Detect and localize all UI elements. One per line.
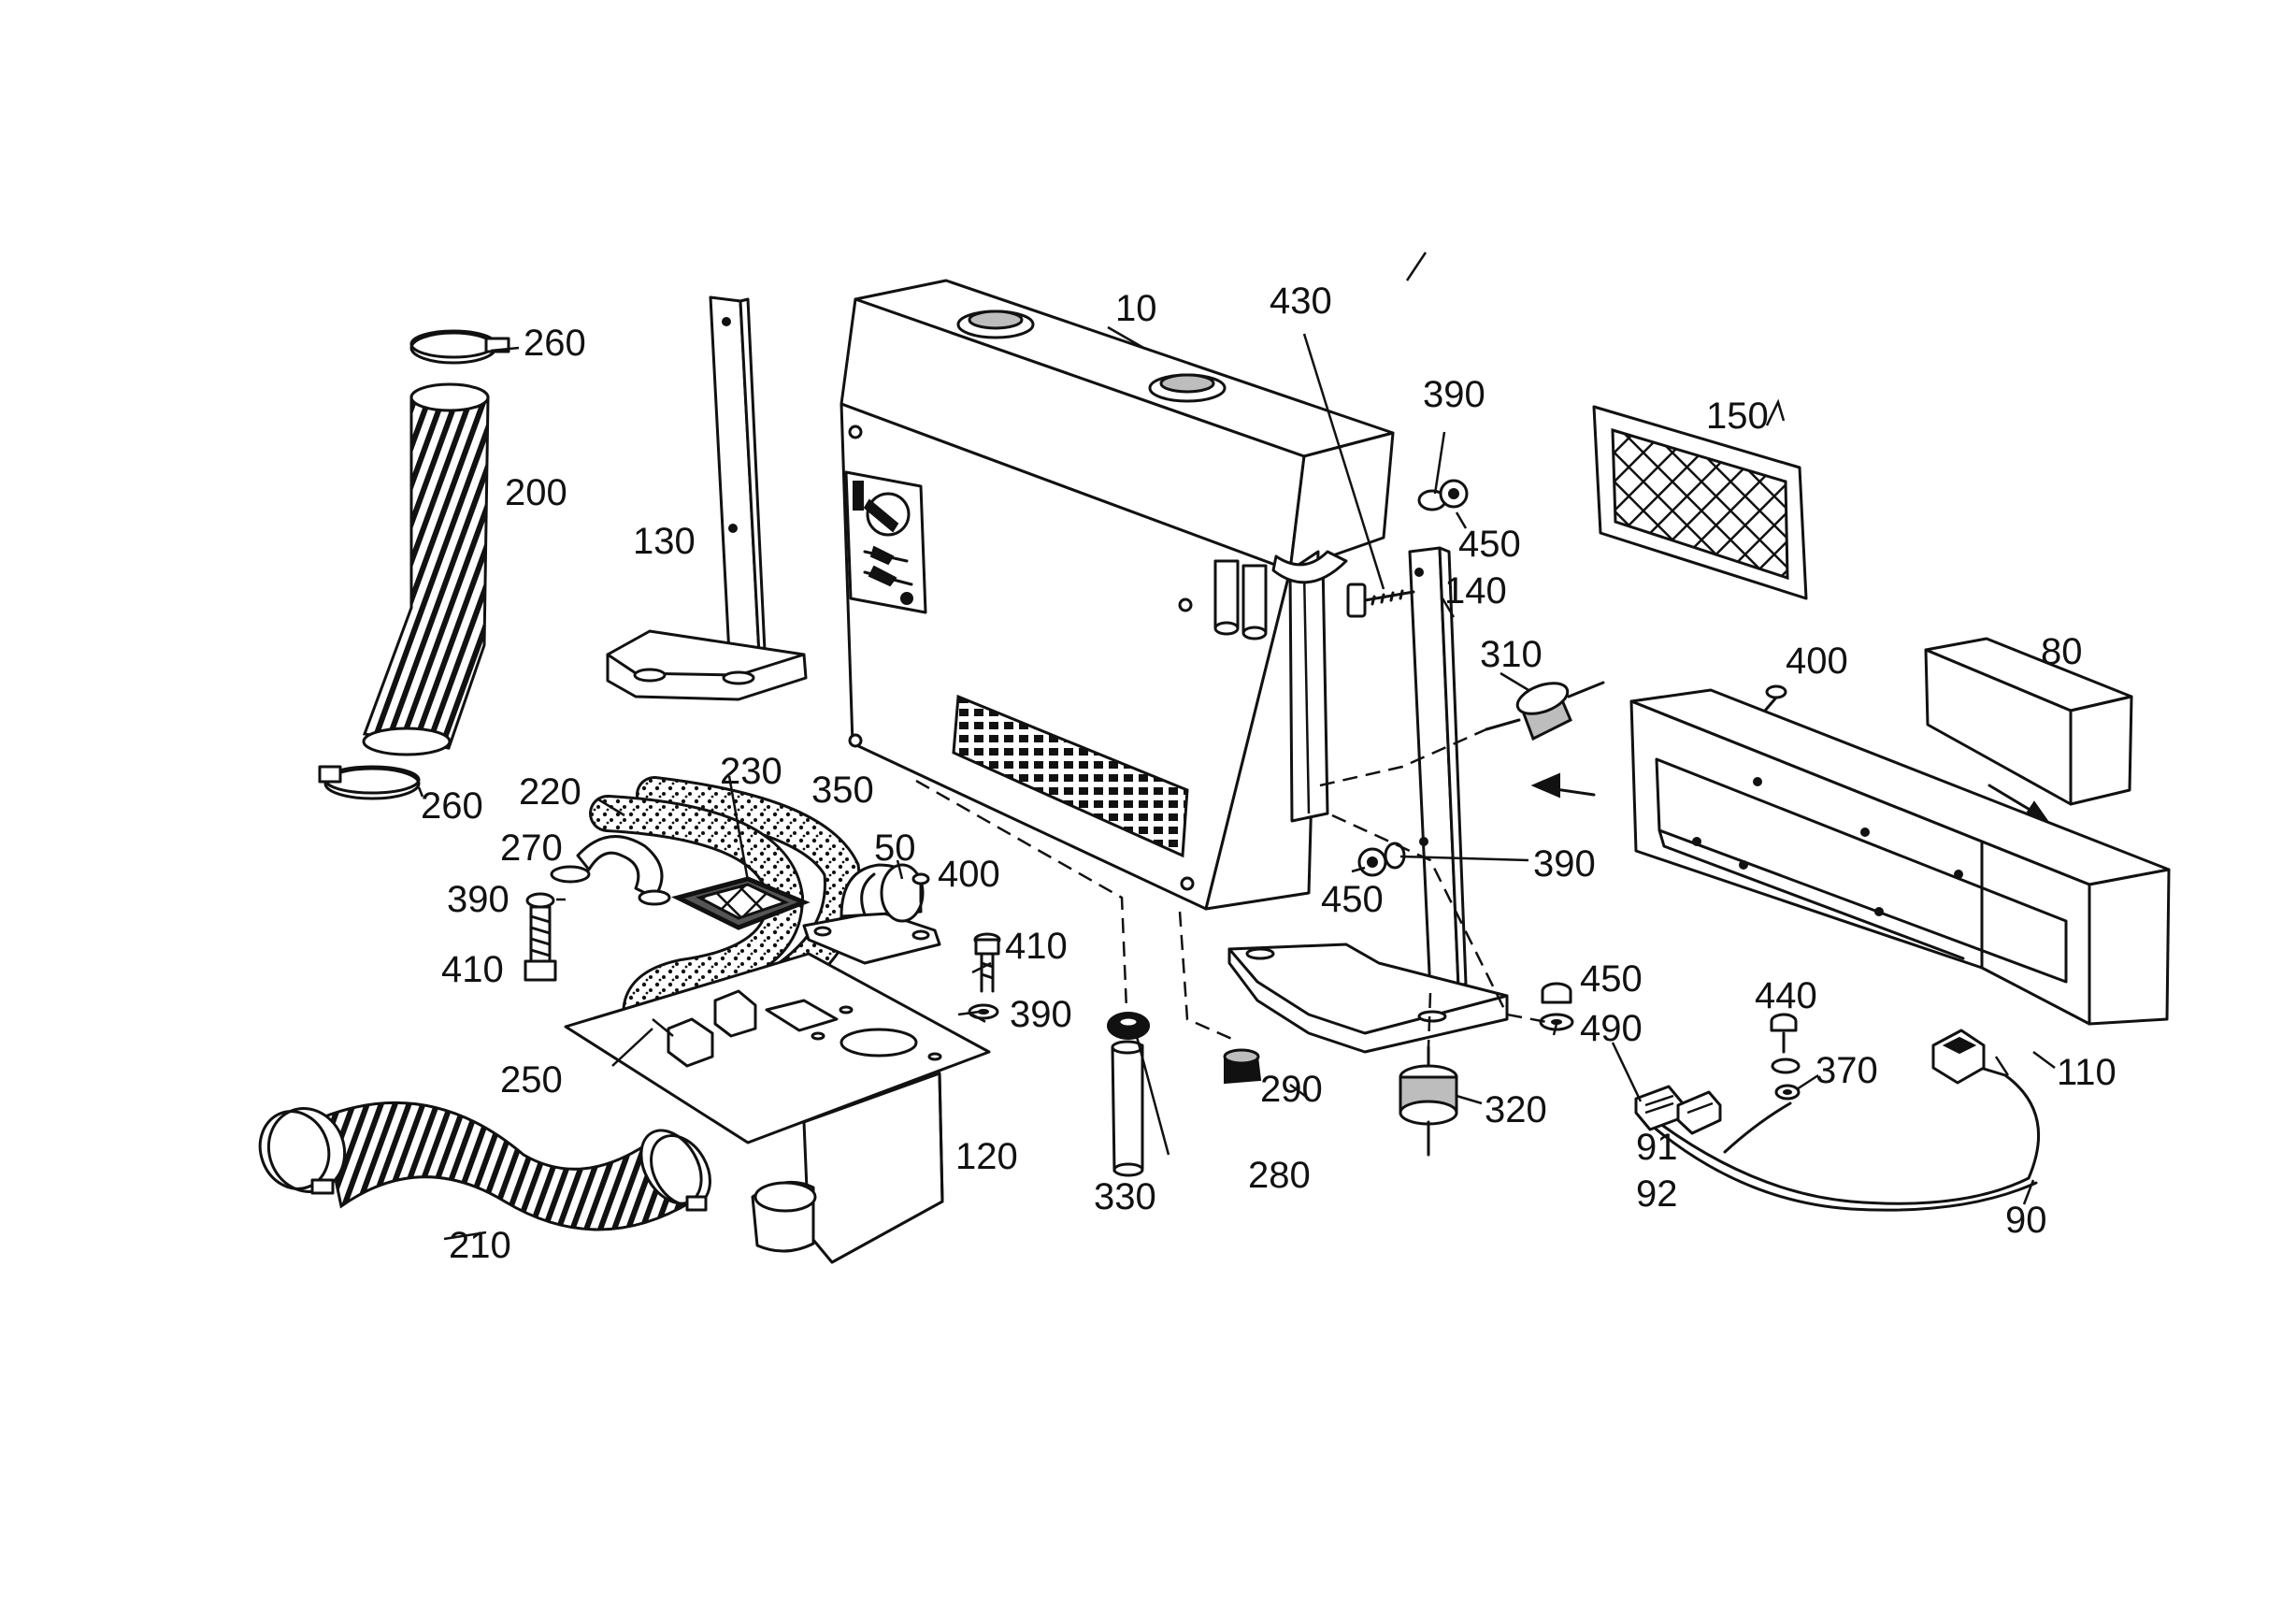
- hose-210: [258, 1101, 711, 1231]
- air-grille-150: [1592, 405, 1808, 600]
- label-450-low: 450: [1580, 958, 1643, 1000]
- nut-450-low: [1541, 982, 1572, 1004]
- label-490: 490: [1580, 1008, 1643, 1049]
- foam-block-80: [1924, 637, 2133, 806]
- leader-lines: [417, 252, 2056, 1241]
- rubber-mount-310: [1485, 681, 1605, 741]
- label-230: 230: [720, 751, 782, 792]
- assembly-dashed-lines: [915, 727, 1558, 1048]
- label-250: 250: [500, 1059, 563, 1101]
- rubber-mount-320: [1399, 1045, 1458, 1157]
- label-400-left: 400: [938, 854, 1000, 895]
- label-330: 330: [1094, 1176, 1156, 1217]
- label-400-right: 400: [1786, 640, 1848, 682]
- label-90: 90: [2005, 1200, 2047, 1241]
- nut-washer-450-mid: [1357, 842, 1406, 877]
- hose-clamp-260-bottom: [318, 765, 421, 800]
- label-91: 91: [1636, 1127, 1678, 1168]
- screw-400-right: [1763, 684, 1787, 712]
- label-150: 150: [1706, 396, 1769, 437]
- label-390-center: 390: [1010, 994, 1072, 1035]
- label-320: 320: [1485, 1089, 1547, 1130]
- label-80: 80: [2041, 631, 2083, 672]
- washer-390-left: [525, 892, 555, 909]
- assembly-arrow-head-110: [1530, 772, 1560, 799]
- grommet-280: [1107, 1012, 1150, 1040]
- label-450-mid: 450: [1321, 879, 1384, 920]
- mounting-bracket-130: [606, 295, 808, 701]
- hose-connector-250: [652, 989, 757, 1068]
- label-450-top: 450: [1458, 524, 1521, 565]
- label-110: 110: [2057, 1052, 2117, 1093]
- label-10: 10: [1115, 288, 1157, 329]
- label-290: 290: [1260, 1069, 1323, 1110]
- mounting-box-120: [564, 952, 991, 1264]
- label-350: 350: [811, 770, 874, 811]
- hose-clamp-260-top: [409, 329, 510, 365]
- label-200: 200: [505, 472, 567, 513]
- label-120: 120: [955, 1136, 1018, 1177]
- drain-pipe-330: [1111, 1040, 1144, 1177]
- bolt-410-right: [973, 932, 1001, 993]
- bolt-430: [1346, 583, 1415, 618]
- label-50: 50: [874, 828, 916, 869]
- mounting-bracket-140: [1227, 546, 1509, 1054]
- label-260-bottom: 260: [421, 785, 483, 827]
- hose-200: [362, 382, 490, 756]
- screw-440: [1770, 1013, 1798, 1054]
- label-130: 130: [633, 521, 696, 562]
- label-270: 270: [500, 828, 563, 869]
- pipe-clamp-270: [550, 835, 671, 906]
- assembly-arrow-80: [1987, 784, 2038, 815]
- label-260-top: 260: [524, 323, 586, 364]
- washer-390-center: [968, 1003, 999, 1020]
- label-390-right: 390: [1533, 843, 1596, 885]
- nut-washer-450-top: [1417, 479, 1469, 511]
- label-140: 140: [1444, 570, 1507, 612]
- heater-unit: [839, 279, 1395, 911]
- label-410-left: 410: [441, 949, 504, 990]
- label-440: 440: [1755, 975, 1817, 1016]
- gasket-350: [670, 876, 811, 930]
- bolt-410-left: [524, 905, 557, 982]
- label-410-right: 410: [1005, 926, 1068, 967]
- washer-370: [1771, 1058, 1801, 1101]
- grommet-290: [1223, 1048, 1262, 1085]
- label-280: 280: [1248, 1155, 1311, 1196]
- label-390-left: 390: [447, 879, 509, 920]
- duct-frame-110: [1629, 688, 2171, 1026]
- label-310: 310: [1480, 634, 1543, 675]
- label-370: 370: [1815, 1050, 1878, 1091]
- label-210: 210: [449, 1225, 511, 1266]
- wiring-harness-90: [1634, 1029, 2041, 1212]
- label-220: 220: [519, 771, 581, 813]
- part-number-labels: 10 430 390 450 150 140 310 400 80 130 26…: [421, 281, 2117, 1266]
- label-92: 92: [1636, 1173, 1678, 1215]
- label-390-top: 390: [1423, 374, 1485, 415]
- label-430: 430: [1270, 281, 1332, 322]
- screw-400-left: [911, 872, 930, 904]
